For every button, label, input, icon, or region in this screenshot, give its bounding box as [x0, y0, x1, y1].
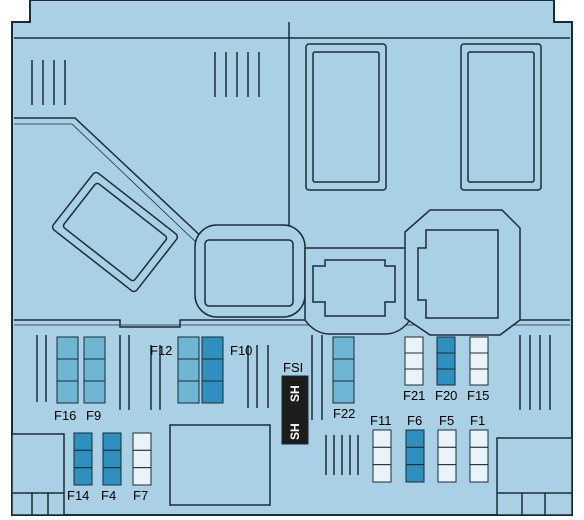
- fuse-segment: [436, 336, 456, 354]
- fuse-segment: [56, 336, 79, 360]
- fuse-segment: [469, 446, 489, 466]
- connector-socket-center: [304, 247, 411, 335]
- fuse-f11[interactable]: [372, 429, 392, 483]
- bottom-right-block: [496, 437, 573, 516]
- label-f11: F11: [370, 413, 391, 428]
- vertical-line-group-right: [519, 335, 551, 410]
- fuse-segment: [201, 358, 224, 382]
- relay-socket-middle-right: [404, 209, 521, 336]
- fuse-f15[interactable]: [469, 336, 489, 386]
- label-f15: F15: [467, 388, 489, 403]
- fuse-segment: [56, 358, 79, 382]
- fuse-segment: [73, 432, 93, 451]
- label-f16: F16: [54, 408, 76, 423]
- fuse-segment: [436, 368, 456, 386]
- label-f1: F1: [470, 413, 485, 428]
- fuse-f7[interactable]: [132, 432, 152, 486]
- bottom-center-block: [169, 424, 271, 506]
- fuse-segment: [332, 380, 355, 404]
- label-sh-top: SH: [288, 385, 302, 402]
- label-f12: F12: [150, 343, 172, 358]
- label-f22: F22: [333, 406, 355, 421]
- fuse-segment: [404, 352, 424, 370]
- fuse-segment: [405, 429, 425, 448]
- fuse-segment: [83, 380, 106, 404]
- fuse-f4[interactable]: [102, 432, 122, 486]
- fuse-f20[interactable]: [436, 336, 456, 386]
- label-f4: F4: [101, 488, 116, 503]
- fuse-segment: [332, 336, 355, 360]
- fuse-segment: [469, 352, 489, 370]
- label-f9: F9: [86, 408, 101, 423]
- fuse-segment: [102, 432, 122, 451]
- fuse-segment: [469, 429, 489, 448]
- fuse-segment: [405, 464, 425, 483]
- fuse-segment: [332, 358, 355, 382]
- fuse-f12-a[interactable]: [177, 336, 200, 404]
- fuse-segment: [83, 358, 106, 382]
- fuse-segment: [437, 429, 457, 448]
- fuse-segment: [469, 336, 489, 354]
- relay-socket-diagonal: [51, 171, 179, 293]
- label-f10: F10: [230, 343, 252, 358]
- label-f21: F21: [403, 388, 425, 403]
- vertical-line-group-top-center: [214, 52, 260, 97]
- relay-socket-top-right: [460, 43, 542, 191]
- fuse-segment: [83, 336, 106, 360]
- fuse-f10[interactable]: [201, 336, 224, 404]
- fuse-segment: [177, 336, 200, 360]
- relay-socket-middle-left: [194, 224, 306, 318]
- fuse-segment: [437, 464, 457, 483]
- fuse-segment: [372, 429, 392, 448]
- fuse-segment: [177, 380, 200, 404]
- vertical-line-group-bottom-center: [325, 435, 359, 475]
- fuse-f16[interactable]: [56, 336, 79, 404]
- fuse-segment: [372, 464, 392, 483]
- fuse-f14[interactable]: [73, 432, 93, 486]
- fuse-segment: [469, 464, 489, 483]
- vertical-line-group-fsi: [311, 335, 323, 420]
- label-fsi: FSI: [283, 360, 303, 375]
- label-f5: F5: [439, 413, 454, 428]
- relay-socket-top-left: [305, 43, 387, 191]
- fuse-segment: [177, 358, 200, 382]
- fuse-f9[interactable]: [83, 336, 106, 404]
- vertical-line-group-left-lower: [36, 335, 47, 402]
- fuse-f21[interactable]: [404, 336, 424, 386]
- fuse-segment: [404, 336, 424, 354]
- fuse-segment: [132, 432, 152, 451]
- fuse-segment: [201, 336, 224, 360]
- fuse-segment: [132, 449, 152, 469]
- sh-shunt-strip: [281, 375, 309, 445]
- fuse-segment: [102, 467, 122, 486]
- label-f6: F6: [407, 413, 422, 428]
- fuse-f22[interactable]: [332, 336, 355, 404]
- fuse-segment: [201, 380, 224, 404]
- label-f14: F14: [67, 488, 89, 503]
- fuse-segment: [436, 352, 456, 370]
- fuse-segment: [73, 467, 93, 486]
- vertical-line-group-top-left: [31, 60, 66, 105]
- fuse-segment: [372, 446, 392, 466]
- fuse-segment: [405, 446, 425, 466]
- fuse-segment: [73, 449, 93, 469]
- fuse-segment: [437, 446, 457, 466]
- label-sh-bottom: SH: [288, 423, 302, 440]
- bottom-left-block: [11, 433, 65, 516]
- fuse-segment: [56, 380, 79, 404]
- fuse-segment: [404, 368, 424, 386]
- vertical-line-group-mid-lower: [119, 335, 269, 410]
- fuse-segment: [102, 449, 122, 469]
- fuse-segment: [469, 368, 489, 386]
- label-f7: F7: [133, 488, 148, 503]
- fuse-f1[interactable]: [469, 429, 489, 483]
- label-f20: F20: [435, 388, 457, 403]
- fuse-segment: [132, 467, 152, 486]
- fuse-f5[interactable]: [437, 429, 457, 483]
- fuse-f6[interactable]: [405, 429, 425, 483]
